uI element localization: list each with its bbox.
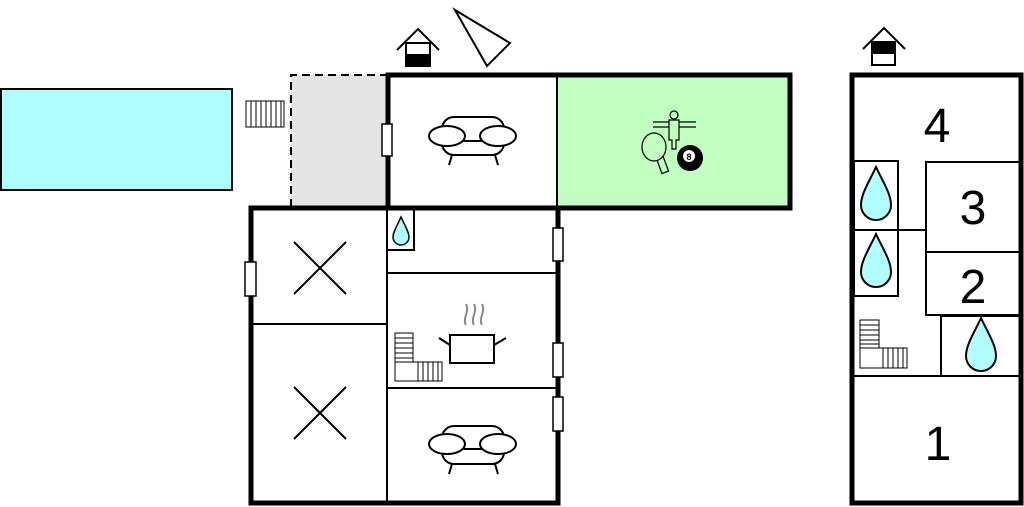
games-icon <box>641 110 696 175</box>
compass-north-icon <box>452 7 512 68</box>
svg-text:8: 8 <box>686 152 691 162</box>
terrace <box>291 75 388 207</box>
billiard-ball-icon: 8 <box>677 145 703 171</box>
house-entrance-icon <box>862 26 906 66</box>
room-label-3: 3 <box>960 182 987 235</box>
sofa-icon <box>428 116 517 166</box>
kitchen-pot-icon <box>438 303 507 364</box>
pool-steps-icon <box>245 100 285 128</box>
room-label-1: 1 <box>925 418 952 471</box>
room-label-4: 4 <box>924 100 951 153</box>
bedroom-x-icon <box>293 241 347 295</box>
bathroom-drop-icon <box>392 215 410 246</box>
room-label-2: 2 <box>960 261 987 314</box>
sofa-icon <box>428 425 517 475</box>
bedroom-x-icon <box>293 386 347 440</box>
stairs-icon <box>394 332 443 382</box>
house-entrance-icon <box>396 27 440 67</box>
windows <box>244 123 564 432</box>
bathroom-drop-icon <box>859 164 998 372</box>
pool <box>0 88 233 191</box>
stairs-icon <box>859 319 908 369</box>
